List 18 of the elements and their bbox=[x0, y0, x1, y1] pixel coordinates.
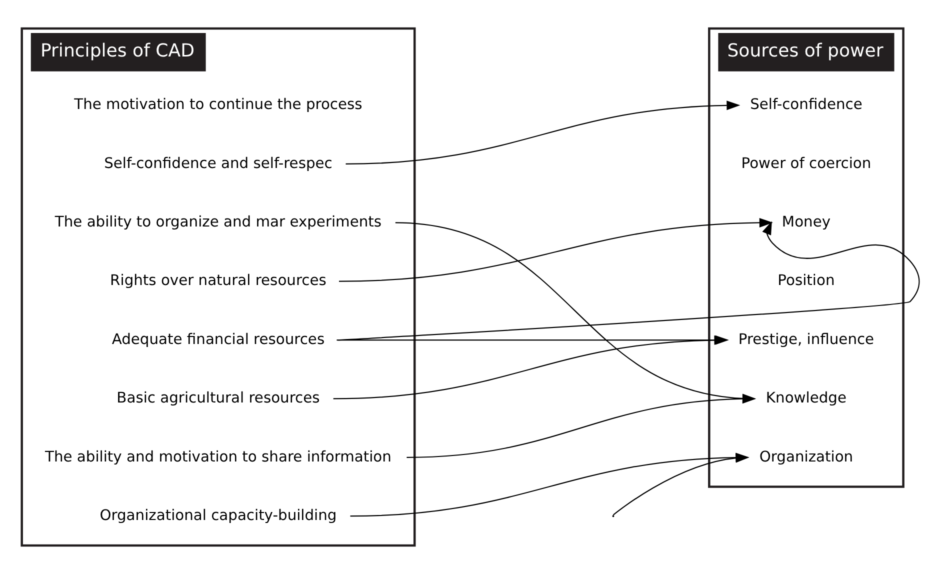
node-text: Self-confidence and self-respec bbox=[104, 154, 332, 172]
node-text: Position bbox=[778, 272, 835, 290]
node-text: Knowledge bbox=[766, 390, 847, 407]
node-text: Self-confidence bbox=[750, 96, 862, 114]
node-text: Power of coercion bbox=[741, 154, 872, 172]
node-text: Organization bbox=[759, 448, 854, 466]
node-text: Adequate financial resources bbox=[112, 330, 325, 348]
arrow bbox=[346, 100, 740, 165]
node-text: Organizational capacity-building bbox=[100, 506, 337, 524]
node-text: The ability and motivation to share information bbox=[45, 448, 392, 466]
node-text: Money bbox=[782, 214, 831, 231]
node-text: The motivation to continue the process bbox=[74, 96, 362, 114]
arrow bbox=[338, 218, 773, 282]
node-text: Rights over natural resources bbox=[110, 272, 326, 290]
node-text: Prestige, influence bbox=[738, 330, 874, 348]
node-text: Basic agricultural resources bbox=[116, 390, 320, 407]
node-text: The ability to organize and mar experiments bbox=[54, 214, 382, 231]
arrow bbox=[338, 221, 920, 341]
